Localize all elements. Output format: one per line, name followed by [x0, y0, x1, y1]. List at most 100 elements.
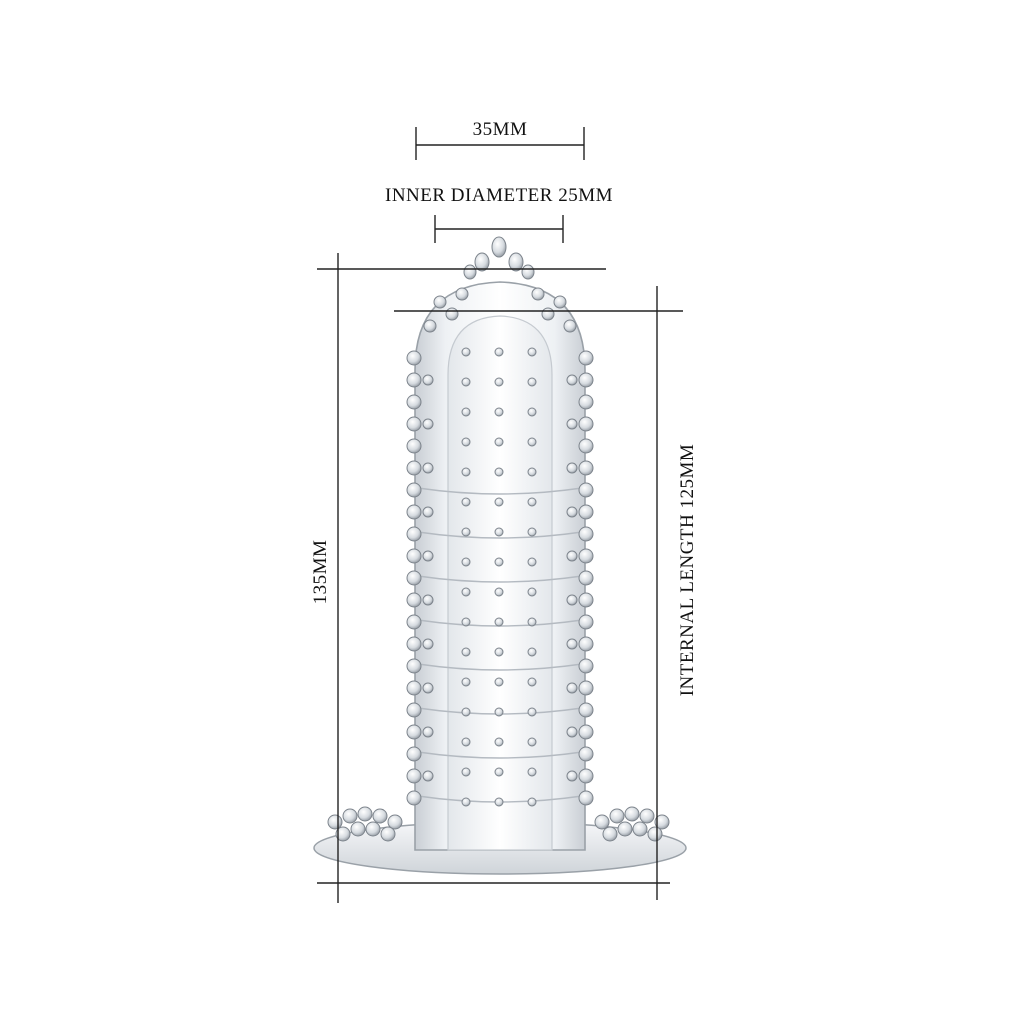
nub — [527, 617, 537, 627]
nub — [578, 548, 594, 564]
base-nub — [342, 808, 358, 824]
nub — [422, 682, 434, 694]
nub — [578, 394, 594, 410]
nub — [461, 527, 471, 537]
nub — [494, 617, 504, 627]
nub — [406, 614, 422, 630]
nub — [461, 377, 471, 387]
base-nub — [387, 814, 403, 830]
base-nub — [632, 821, 648, 837]
nub — [527, 467, 537, 477]
nub — [406, 416, 422, 432]
nub — [566, 594, 578, 606]
nubs — [406, 287, 594, 807]
nub — [461, 647, 471, 657]
nub — [578, 350, 594, 366]
nub — [578, 790, 594, 806]
nub — [527, 407, 537, 417]
nub — [406, 570, 422, 586]
base-left-nub-cluster — [327, 806, 403, 842]
nub — [406, 790, 422, 806]
nub — [578, 614, 594, 630]
nub — [494, 377, 504, 387]
nub — [578, 526, 594, 542]
nub — [422, 770, 434, 782]
base-nub — [594, 814, 610, 830]
nub — [527, 647, 537, 657]
nub — [406, 658, 422, 674]
rib-ring — [417, 487, 583, 495]
nub — [494, 587, 504, 597]
nub — [422, 638, 434, 650]
nub — [578, 570, 594, 586]
nub — [578, 592, 594, 608]
nub — [422, 506, 434, 518]
base-nub — [602, 826, 618, 842]
nub — [406, 372, 422, 388]
nub — [566, 726, 578, 738]
nub — [553, 295, 567, 309]
rib-ring — [417, 751, 583, 759]
nub — [527, 797, 537, 807]
base-nub — [609, 808, 625, 824]
nub — [566, 638, 578, 650]
nub — [566, 462, 578, 474]
nub — [578, 702, 594, 718]
outer-diameter-dimension: 35MM — [415, 119, 585, 160]
nub — [578, 636, 594, 652]
outer-diameter-label: 35MM — [473, 119, 528, 140]
base-nub — [624, 806, 640, 822]
nub — [527, 377, 537, 387]
nub — [527, 527, 537, 537]
nub — [494, 407, 504, 417]
nub — [566, 550, 578, 562]
nub — [422, 374, 434, 386]
nub — [494, 707, 504, 717]
nub — [406, 526, 422, 542]
nub — [578, 680, 594, 696]
nub — [445, 307, 459, 321]
nub — [578, 460, 594, 476]
nub — [541, 307, 555, 321]
base-nub — [327, 814, 343, 830]
nub — [578, 746, 594, 762]
nub — [406, 592, 422, 608]
nub — [494, 437, 504, 447]
base-nub — [365, 821, 381, 837]
nub — [422, 594, 434, 606]
base-nub — [647, 826, 663, 842]
nub — [494, 797, 504, 807]
inner-diameter-dimension: INNER DIAMETER 25MM — [385, 185, 613, 243]
nub — [578, 438, 594, 454]
rib-ring — [417, 531, 583, 539]
nub — [406, 680, 422, 696]
internal-length-dimension: INTERNAL LENGTH 125MM — [394, 286, 698, 900]
nub — [406, 394, 422, 410]
nub — [527, 767, 537, 777]
base-nub — [335, 826, 351, 842]
nub — [578, 482, 594, 498]
nub — [422, 726, 434, 738]
nub — [494, 737, 504, 747]
nub — [461, 347, 471, 357]
nub — [406, 504, 422, 520]
base-nub — [350, 821, 366, 837]
nub — [527, 497, 537, 507]
base-nub — [654, 814, 670, 830]
nub — [578, 416, 594, 432]
nub — [461, 707, 471, 717]
nub — [406, 702, 422, 718]
nub — [461, 767, 471, 777]
nub — [406, 636, 422, 652]
nub — [422, 550, 434, 562]
nub — [461, 737, 471, 747]
nub — [494, 677, 504, 687]
nub — [527, 677, 537, 687]
nub — [494, 347, 504, 357]
base-nub — [639, 808, 655, 824]
nub — [527, 587, 537, 597]
nub — [578, 372, 594, 388]
rib-ring — [417, 663, 583, 671]
product-illustration — [313, 236, 687, 875]
nub — [461, 557, 471, 567]
